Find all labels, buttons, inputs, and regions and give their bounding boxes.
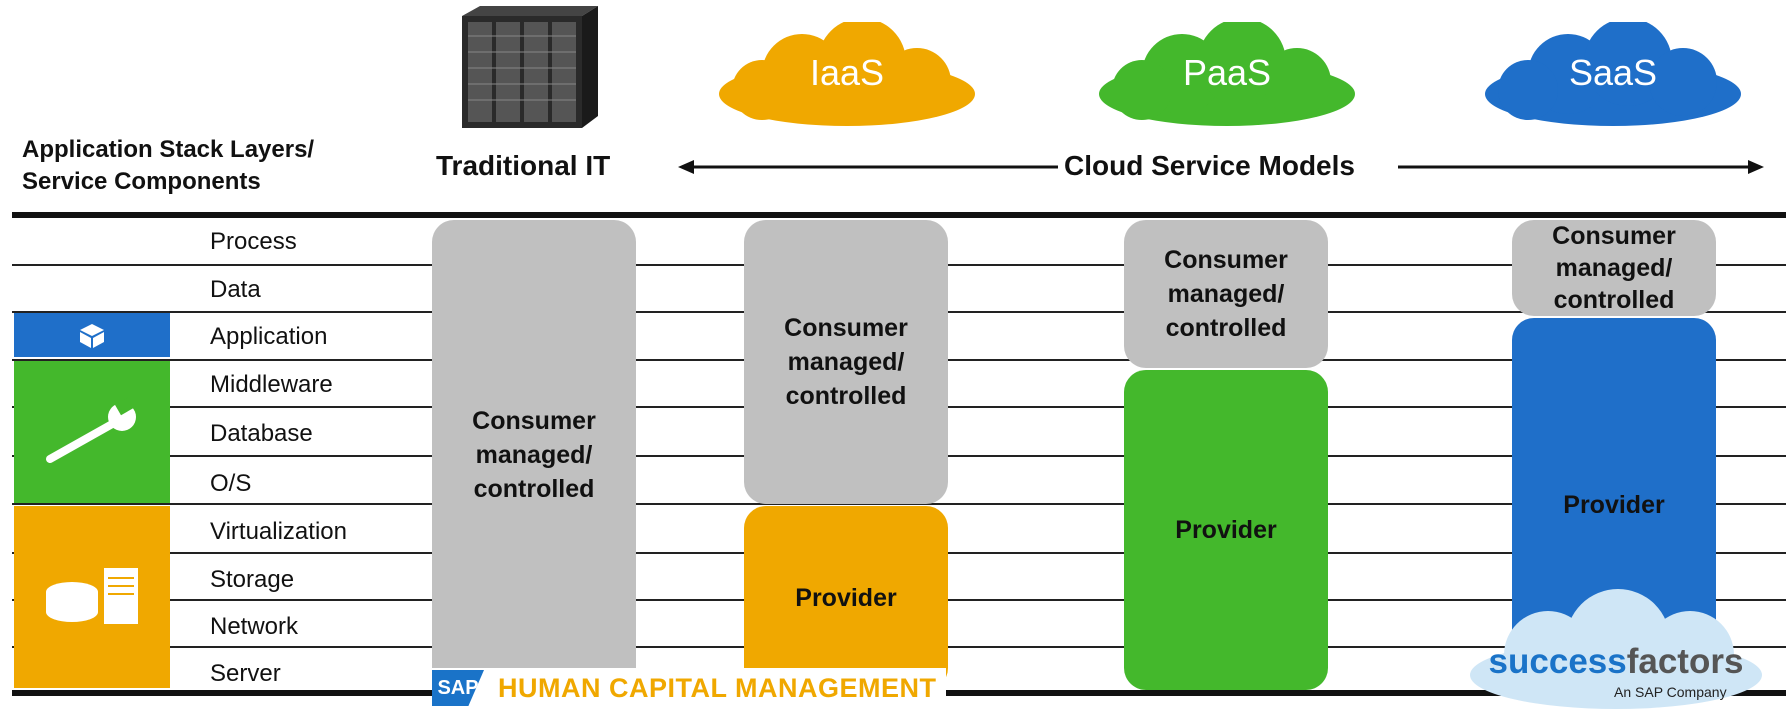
paas-cloud: PaaS	[1092, 18, 1362, 132]
layer-label-server: Server	[210, 660, 281, 687]
saas-consumer-box: Consumer managed/ controlled	[1512, 220, 1716, 316]
layer-label-network: Network	[210, 613, 299, 640]
stack-layers-heading: Application Stack Layers/ Service Compon…	[22, 134, 314, 198]
row-line	[12, 503, 1786, 505]
sap-hcm-logo: SAP HUMAN CAPITAL MANAGEMENT	[432, 668, 947, 708]
stack-heading-line2: Service Components	[22, 168, 261, 195]
successfactors-cloud-icon	[1470, 589, 1762, 709]
paas-label: PaaS	[1182, 52, 1272, 93]
layer-label-data: Data	[210, 276, 261, 303]
traditional-it-title: Traditional IT	[436, 150, 611, 181]
paas-provider-box: Provider	[1124, 370, 1328, 690]
paas-cloud-icon	[1099, 18, 1355, 126]
iaas-consumer-box: Consumer managed/ controlled	[744, 220, 948, 504]
layer-label-database: Database	[210, 420, 313, 447]
saas-cloud-icon	[1485, 18, 1741, 126]
successfactors-logo: successfactors	[1476, 642, 1756, 682]
paas-consumer-box: Consumer managed/ controlled	[1124, 220, 1328, 368]
double-arrow-icon	[678, 160, 1764, 174]
iaas-label: IaaS	[809, 52, 885, 93]
saas-label: SaaS	[1568, 52, 1658, 93]
layer-label-storage: Storage	[210, 566, 295, 593]
saas-cloud: SaaS	[1478, 18, 1748, 132]
sap-hcm-tagline: HUMAN CAPITAL MANAGEMENT	[498, 672, 937, 703]
middleware-block	[14, 361, 170, 503]
wrench-icon	[46, 397, 136, 463]
infrastructure-block	[14, 506, 170, 688]
successfactors-subtitle: An SAP Company	[1614, 684, 1727, 700]
package-icon	[80, 324, 104, 348]
iaas-cloud: IaaS	[712, 18, 982, 132]
layer-label-os: O/S	[210, 470, 252, 497]
successfactors-logo-main: success	[1488, 642, 1627, 681]
iaas-provider-box: Provider	[744, 506, 948, 690]
stack-heading-line1: Application Stack Layers/	[22, 136, 315, 163]
traditional-consumer-box: Consumer managed/ controlled	[432, 220, 636, 690]
iaas-cloud-icon	[719, 18, 975, 126]
server-rack-icon	[462, 6, 598, 128]
cloud-models-title: Cloud Service Models	[1064, 150, 1355, 181]
layer-label-process: Process	[210, 228, 297, 255]
layer-label-middleware: Middleware	[210, 371, 333, 398]
layer-label-virtualization: Virtualization	[210, 518, 347, 545]
sap-logo: SAP	[432, 670, 484, 706]
layer-label-application: Application	[210, 323, 328, 350]
storage-server-icon	[46, 568, 138, 624]
top-rule	[12, 212, 1786, 218]
successfactors-logo-accent: factors	[1626, 642, 1744, 681]
application-block	[14, 313, 170, 357]
